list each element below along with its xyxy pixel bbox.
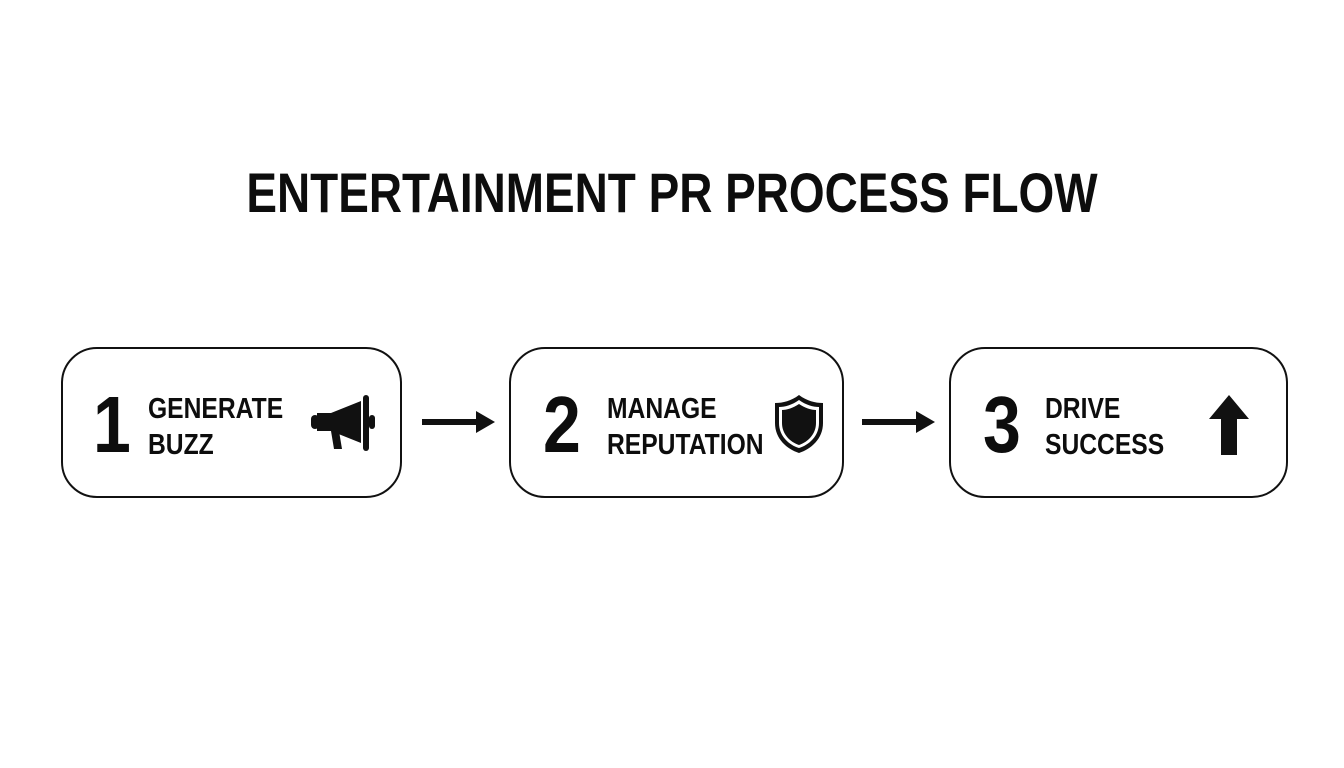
step-label-line2: BUZZ [148,429,214,461]
step-number: 1 [93,380,131,469]
step-label: GENERATE BUZZ [148,391,283,463]
megaphone-icon [311,395,375,451]
diagram-title: ENTERTAINMENT PR PROCESS FLOW [246,161,1098,224]
step-number: 3 [983,380,1021,469]
arrow-right-icon [422,411,495,433]
step-3-box: 3 DRIVE SUCCESS [949,347,1288,498]
arrow-up-icon [1209,395,1249,455]
step-1-box: 1 GENERATE BUZZ [61,347,402,498]
shield-icon [775,395,823,453]
step-label-line1: MANAGE [607,393,717,425]
step-number: 2 [543,380,581,469]
step-label-line2: REPUTATION [607,429,764,461]
step-label-line2: SUCCESS [1045,429,1165,461]
step-label-line1: GENERATE [148,393,284,425]
step-label: MANAGE REPUTATION [607,391,764,463]
arrow-right-icon [862,411,935,433]
step-label: DRIVE SUCCESS [1045,391,1164,463]
step-label-line1: DRIVE [1045,393,1121,425]
step-2-box: 2 MANAGE REPUTATION [509,347,844,498]
